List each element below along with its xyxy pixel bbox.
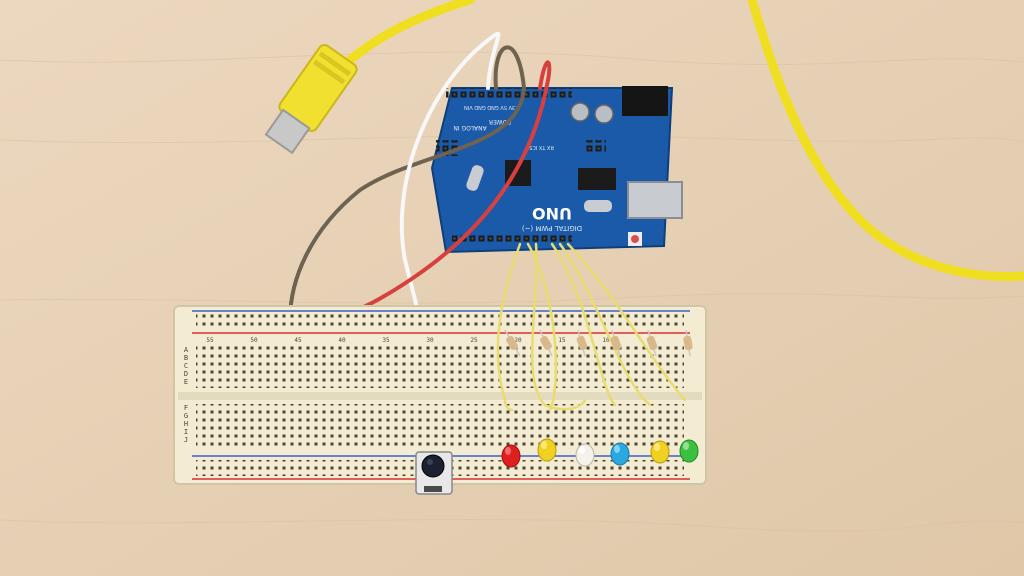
brown-wire — [288, 45, 527, 322]
signal-jumper — [526, 242, 558, 412]
column-number: 25 — [470, 337, 478, 344]
power-jack — [622, 86, 668, 116]
row-letter: D — [184, 370, 188, 378]
resistor — [504, 329, 521, 357]
leds — [501, 438, 699, 468]
push-button[interactable] — [415, 451, 453, 495]
column-number: 55 — [206, 337, 214, 344]
signal-jumper — [558, 242, 652, 407]
led-green — [679, 439, 699, 463]
signal-jumper — [496, 242, 522, 412]
column-number: 45 — [294, 337, 302, 344]
arduino-uno-board: UNO DIGITAL PWM (~) POWER ANALOG IN 3.3V… — [430, 86, 683, 254]
led-blue — [610, 442, 630, 466]
led-yellow — [650, 440, 670, 464]
column-number: 20 — [514, 337, 522, 344]
column-number: 50 — [250, 337, 258, 344]
resistor — [539, 329, 553, 357]
power-label: POWER — [489, 118, 511, 125]
usb-plug-metal — [264, 108, 311, 155]
column-number: 30 — [426, 337, 434, 344]
row-letters-top: A B C D E — [184, 346, 189, 386]
signal-jumper — [566, 242, 687, 402]
column-number: 40 — [338, 337, 346, 344]
row-letter: G — [184, 412, 188, 420]
resistor — [646, 329, 658, 357]
breadboard: A B C D E F G H I J 55 50 45 40 35 30 25… — [173, 305, 707, 485]
usb-b-port — [627, 181, 683, 219]
capacitor — [594, 104, 614, 124]
row-letter: A — [184, 346, 189, 354]
red-wire — [334, 60, 552, 320]
row-letter: J — [184, 436, 188, 444]
board-subtitle: DIGITAL PWM (~) — [522, 224, 583, 232]
top-power-rail — [196, 314, 684, 330]
usb-chip — [578, 168, 616, 190]
signal-jumper — [550, 242, 617, 407]
column-number: 35 — [382, 337, 390, 344]
bottom-terminal-strip — [196, 404, 684, 446]
signal-jumpers — [496, 242, 687, 412]
ports-label: RX TX ICSP — [526, 144, 554, 150]
column-number: 10 — [602, 337, 610, 344]
led-red — [501, 444, 521, 468]
push-button-cap — [421, 454, 445, 478]
column-number: 15 — [558, 337, 566, 344]
resistors — [504, 329, 693, 357]
icsp-header — [584, 140, 606, 154]
capacitor — [570, 102, 590, 122]
resistor — [576, 329, 588, 357]
signal-jumper — [530, 242, 587, 411]
row-letter: B — [184, 354, 188, 362]
row-letter: H — [184, 420, 188, 428]
center-channel — [178, 392, 702, 400]
board-name: UNO — [532, 204, 572, 223]
usb-cable — [264, 0, 1024, 281]
resistor — [683, 329, 693, 357]
analog-label: ANALOG IN — [453, 124, 486, 131]
led-white — [575, 443, 595, 467]
analog-header — [452, 234, 572, 244]
resistor — [610, 329, 622, 357]
row-letters-bottom: F G H I J — [184, 404, 188, 444]
led-yellow — [537, 438, 557, 462]
digital-header — [446, 88, 572, 99]
wood-grain — [0, 51, 1024, 532]
row-letter: E — [184, 378, 188, 386]
pins-label: 3.3V 5V GND GND VIN — [464, 104, 520, 110]
row-letter: C — [184, 362, 188, 370]
top-terminal-strip — [196, 346, 684, 388]
row-letter: I — [184, 428, 188, 436]
crystal — [466, 165, 484, 191]
row-letter: F — [184, 404, 188, 412]
crystal — [584, 200, 612, 212]
